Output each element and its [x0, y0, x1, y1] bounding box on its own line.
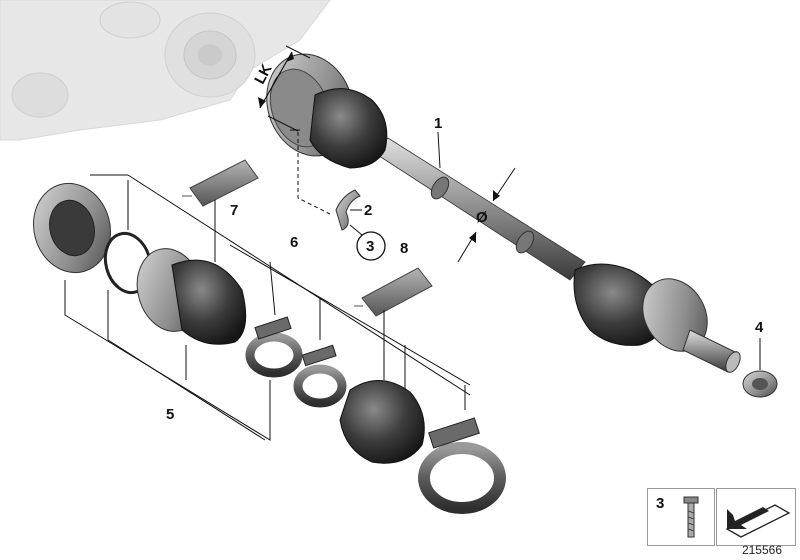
clamp-a — [245, 316, 303, 378]
inner-boot-kit — [136, 248, 247, 345]
clamp-b — [293, 344, 347, 408]
callout-4: 4 — [755, 319, 764, 336]
callout-6: 6 — [290, 234, 298, 251]
callout-7: 7 — [230, 202, 238, 219]
diagram-id: 215566 — [741, 543, 782, 557]
outer-boot — [339, 380, 425, 464]
nut-part — [742, 338, 778, 398]
diameter-symbol: Ø — [476, 209, 488, 226]
grease-tube-8 — [354, 267, 433, 380]
callout-2: 2 — [364, 202, 372, 219]
legend-direction-box — [716, 488, 796, 546]
callout-5: 5 — [166, 406, 174, 423]
drive-shaft-assembly — [266, 53, 741, 373]
differential-housing — [0, 0, 331, 141]
flange-cover — [32, 182, 112, 274]
callout-1: 1 — [434, 115, 442, 132]
clamp-large — [418, 417, 506, 514]
leader-lines — [64, 174, 471, 441]
diameter-indicator: Ø — [457, 167, 516, 263]
screw-icon — [683, 496, 699, 538]
legend-screw-box: 3 — [647, 488, 715, 546]
direction-arrow-icon — [725, 504, 791, 538]
callout-3: 3 — [366, 238, 374, 255]
legend-screw-number: 3 — [656, 495, 665, 512]
circlip-part — [290, 129, 362, 231]
screw-callout — [349, 224, 386, 261]
grease-tube-7 — [182, 159, 259, 262]
callout-8: 8 — [400, 240, 408, 257]
